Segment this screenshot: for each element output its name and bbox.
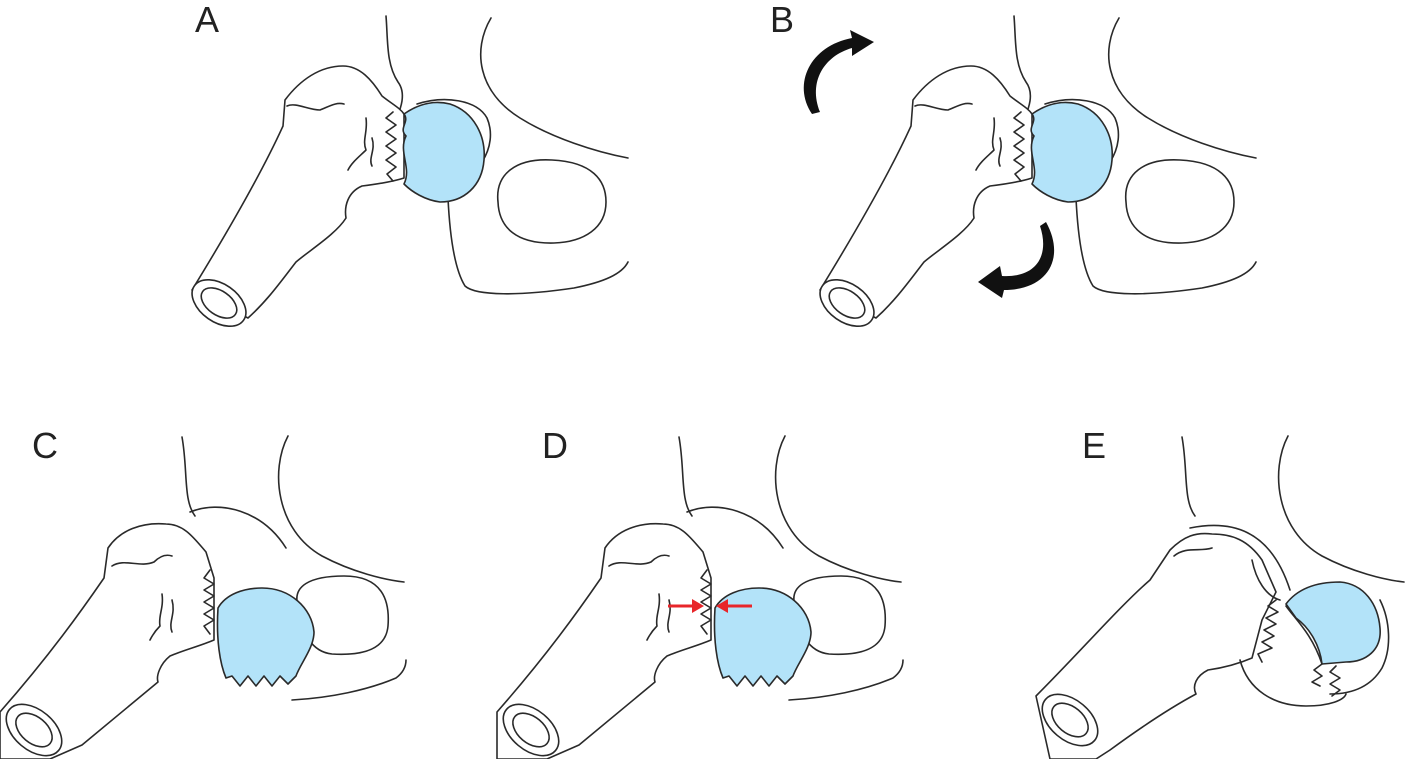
panel-label-d: D: [542, 425, 568, 466]
rotation-arrow-upper: [803, 30, 874, 114]
femoral-head-c: [216, 587, 315, 687]
femoral-head-a: [402, 101, 485, 203]
panel-a: A: [182, 0, 629, 337]
panel-label-c: C: [32, 425, 58, 466]
femoral-head-b: [1030, 101, 1113, 203]
femoral-head-e: [1285, 581, 1381, 665]
panel-label-a: A: [195, 0, 219, 40]
panel-d: D: [492, 425, 904, 759]
panel-c: C: [0, 425, 407, 759]
panel-label-b: B: [770, 0, 794, 40]
panel-e: E: [1035, 425, 1405, 759]
compression-arrow-right: [716, 599, 752, 613]
panel-b: B: [770, 0, 1257, 337]
compression-arrow-left: [668, 599, 704, 613]
rotation-arrow-lower: [978, 222, 1055, 298]
femoral-head-d: [713, 587, 812, 687]
panel-label-e: E: [1082, 425, 1106, 466]
